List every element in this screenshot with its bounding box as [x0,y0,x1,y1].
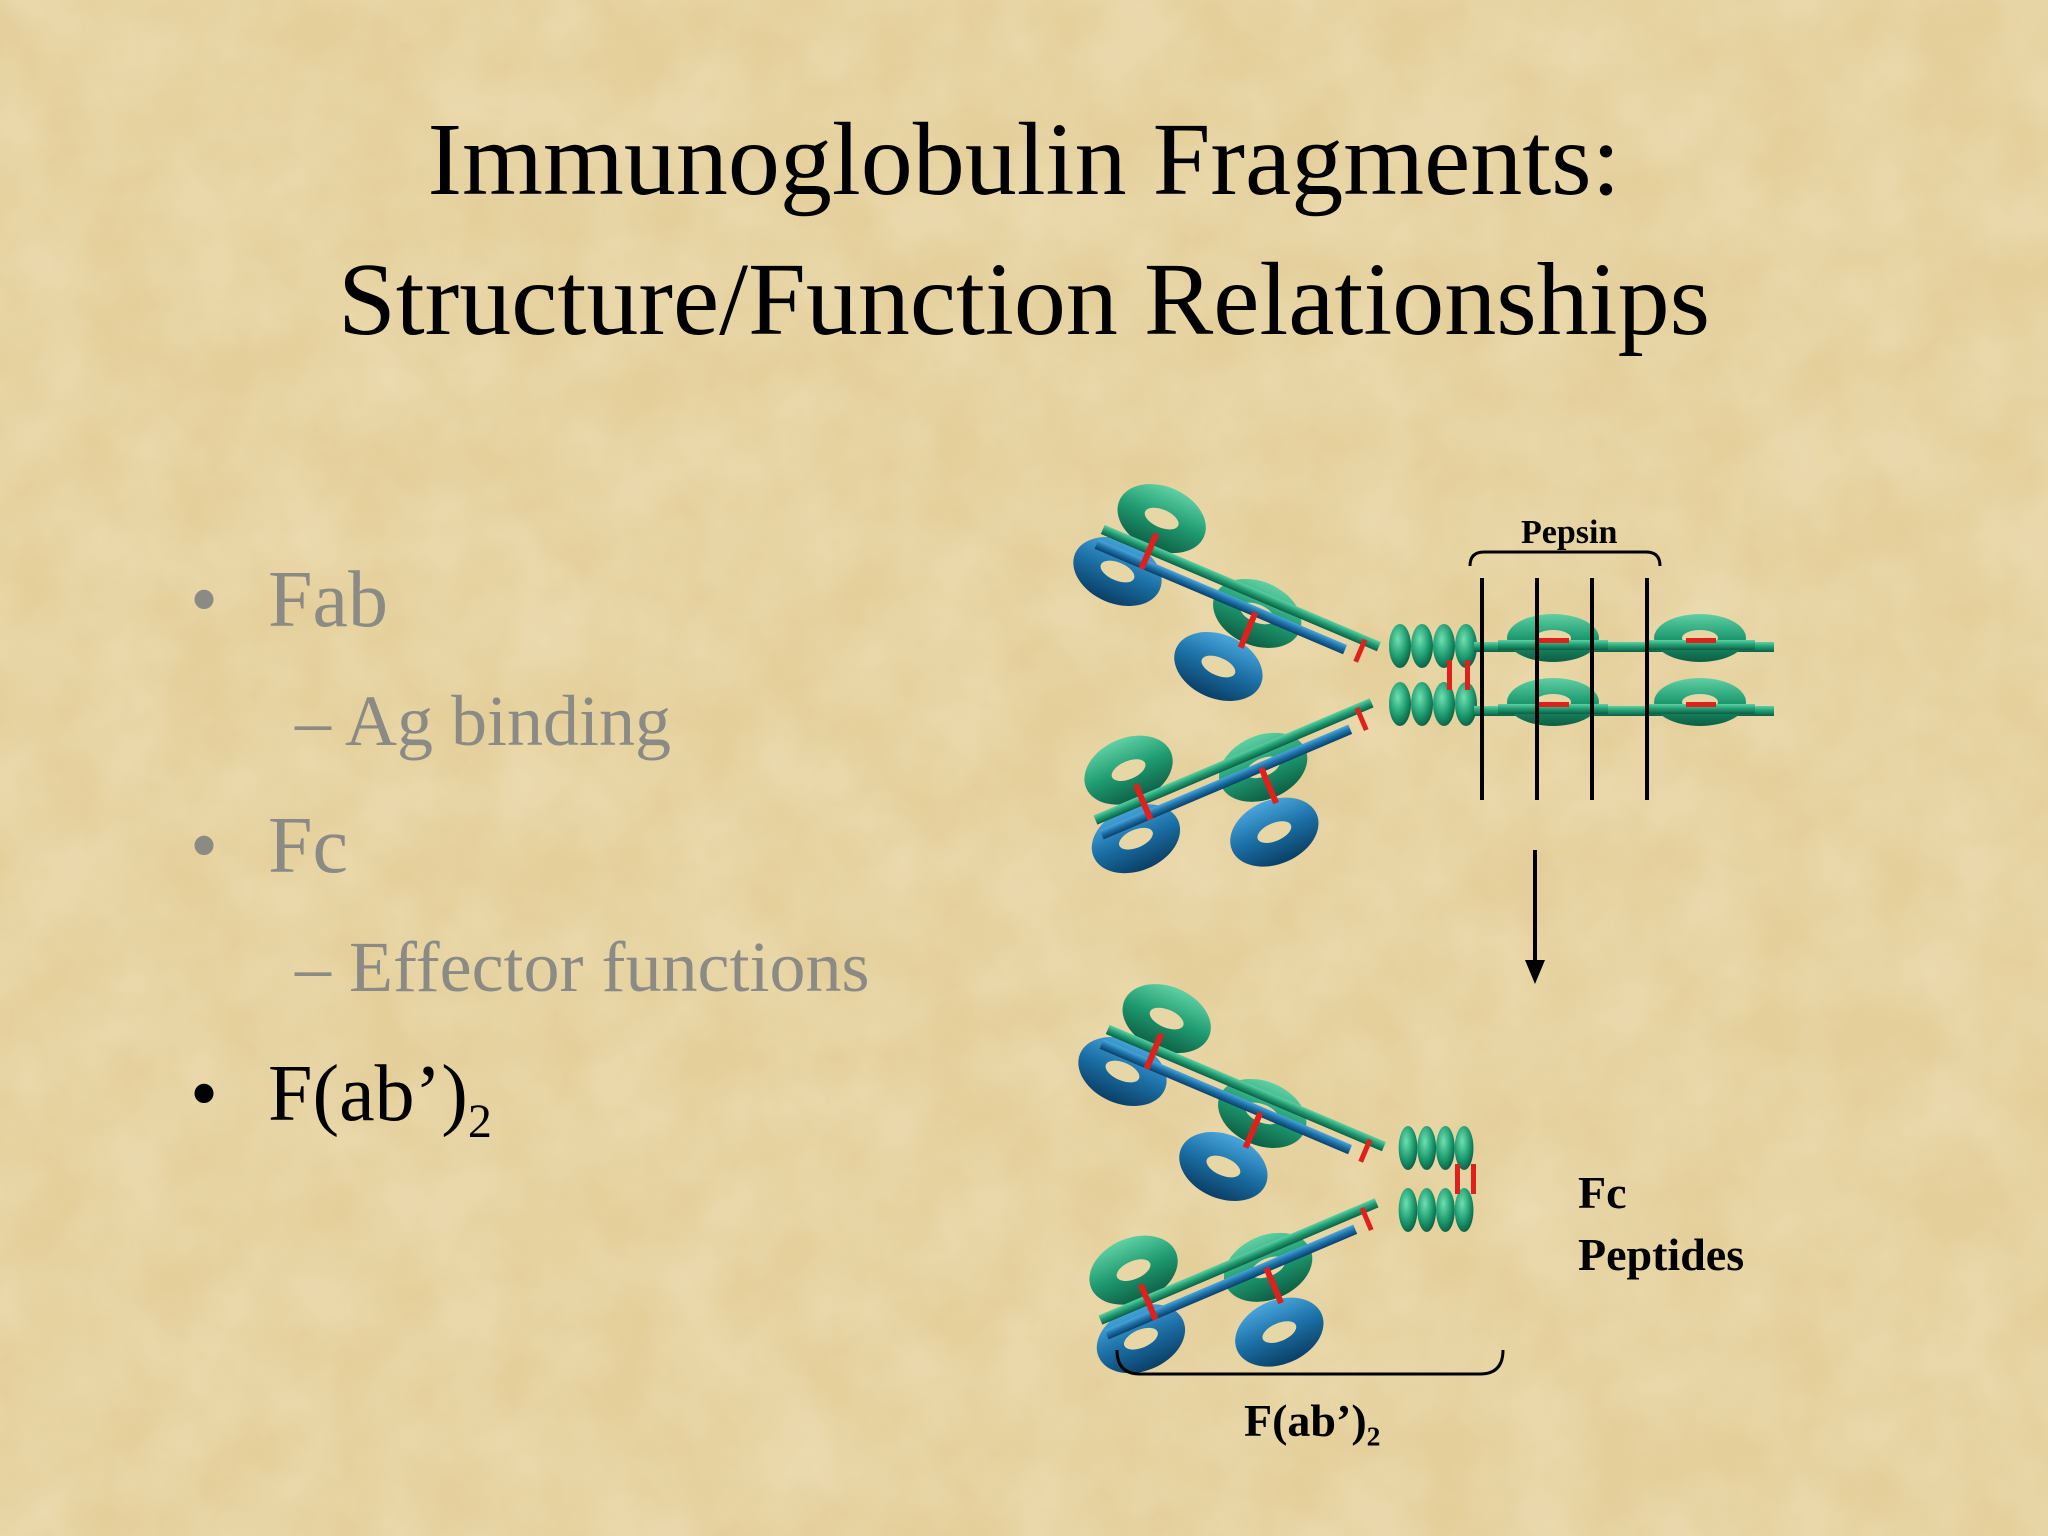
fc-region [1474,614,1774,726]
bullet-fc: • Fc [190,798,348,894]
fab2-label-subscript: 2 [1366,1420,1381,1452]
pepsin-cleavage-lines [1480,578,1649,800]
fab2-label-text: F(ab’) [1244,1395,1367,1446]
bullet-fab-text: Fab [268,556,388,644]
sub-bullet-effector-functions: – Effector functions [295,927,870,1007]
fab2-label: F(ab’)2 [1244,1394,1380,1450]
slide-title: Immunoglobulin Fragments: Structure/Func… [0,90,2048,370]
fc-peptides-line-2: Peptides [1578,1229,1745,1280]
bullet-marker: • [190,1050,219,1138]
bullet-fab: • Fab [190,552,388,648]
fc-peptides-label: Fc Peptides [1578,1162,1744,1286]
hinge-region [1389,624,1477,726]
product-hinge [1398,1126,1476,1232]
fc-peptides-line-1: Fc [1578,1167,1627,1218]
title-line-1: Immunoglobulin Fragments: [427,102,1621,217]
pepsin-bracket [1468,550,1662,567]
pepsin-label: Pepsin [1521,514,1618,551]
bullet-fab2: • F(ab’)2 [190,1046,492,1145]
fab2-bracket [1115,1349,1505,1376]
bullet-fab2-subscript: 2 [467,1094,492,1148]
bullet-fab2-text: F(ab’) [268,1050,468,1138]
intact-antibody [1044,463,1774,930]
fab2-fragment [1049,963,1505,1430]
bullet-fc-text: Fc [268,802,348,890]
reaction-arrow [1525,850,1545,984]
title-line-2: Structure/Function Relationships [337,242,1711,357]
bullet-marker: • [190,556,219,644]
sub-bullet-ag-binding: – Ag binding [295,681,672,761]
bullet-marker: • [190,802,219,890]
